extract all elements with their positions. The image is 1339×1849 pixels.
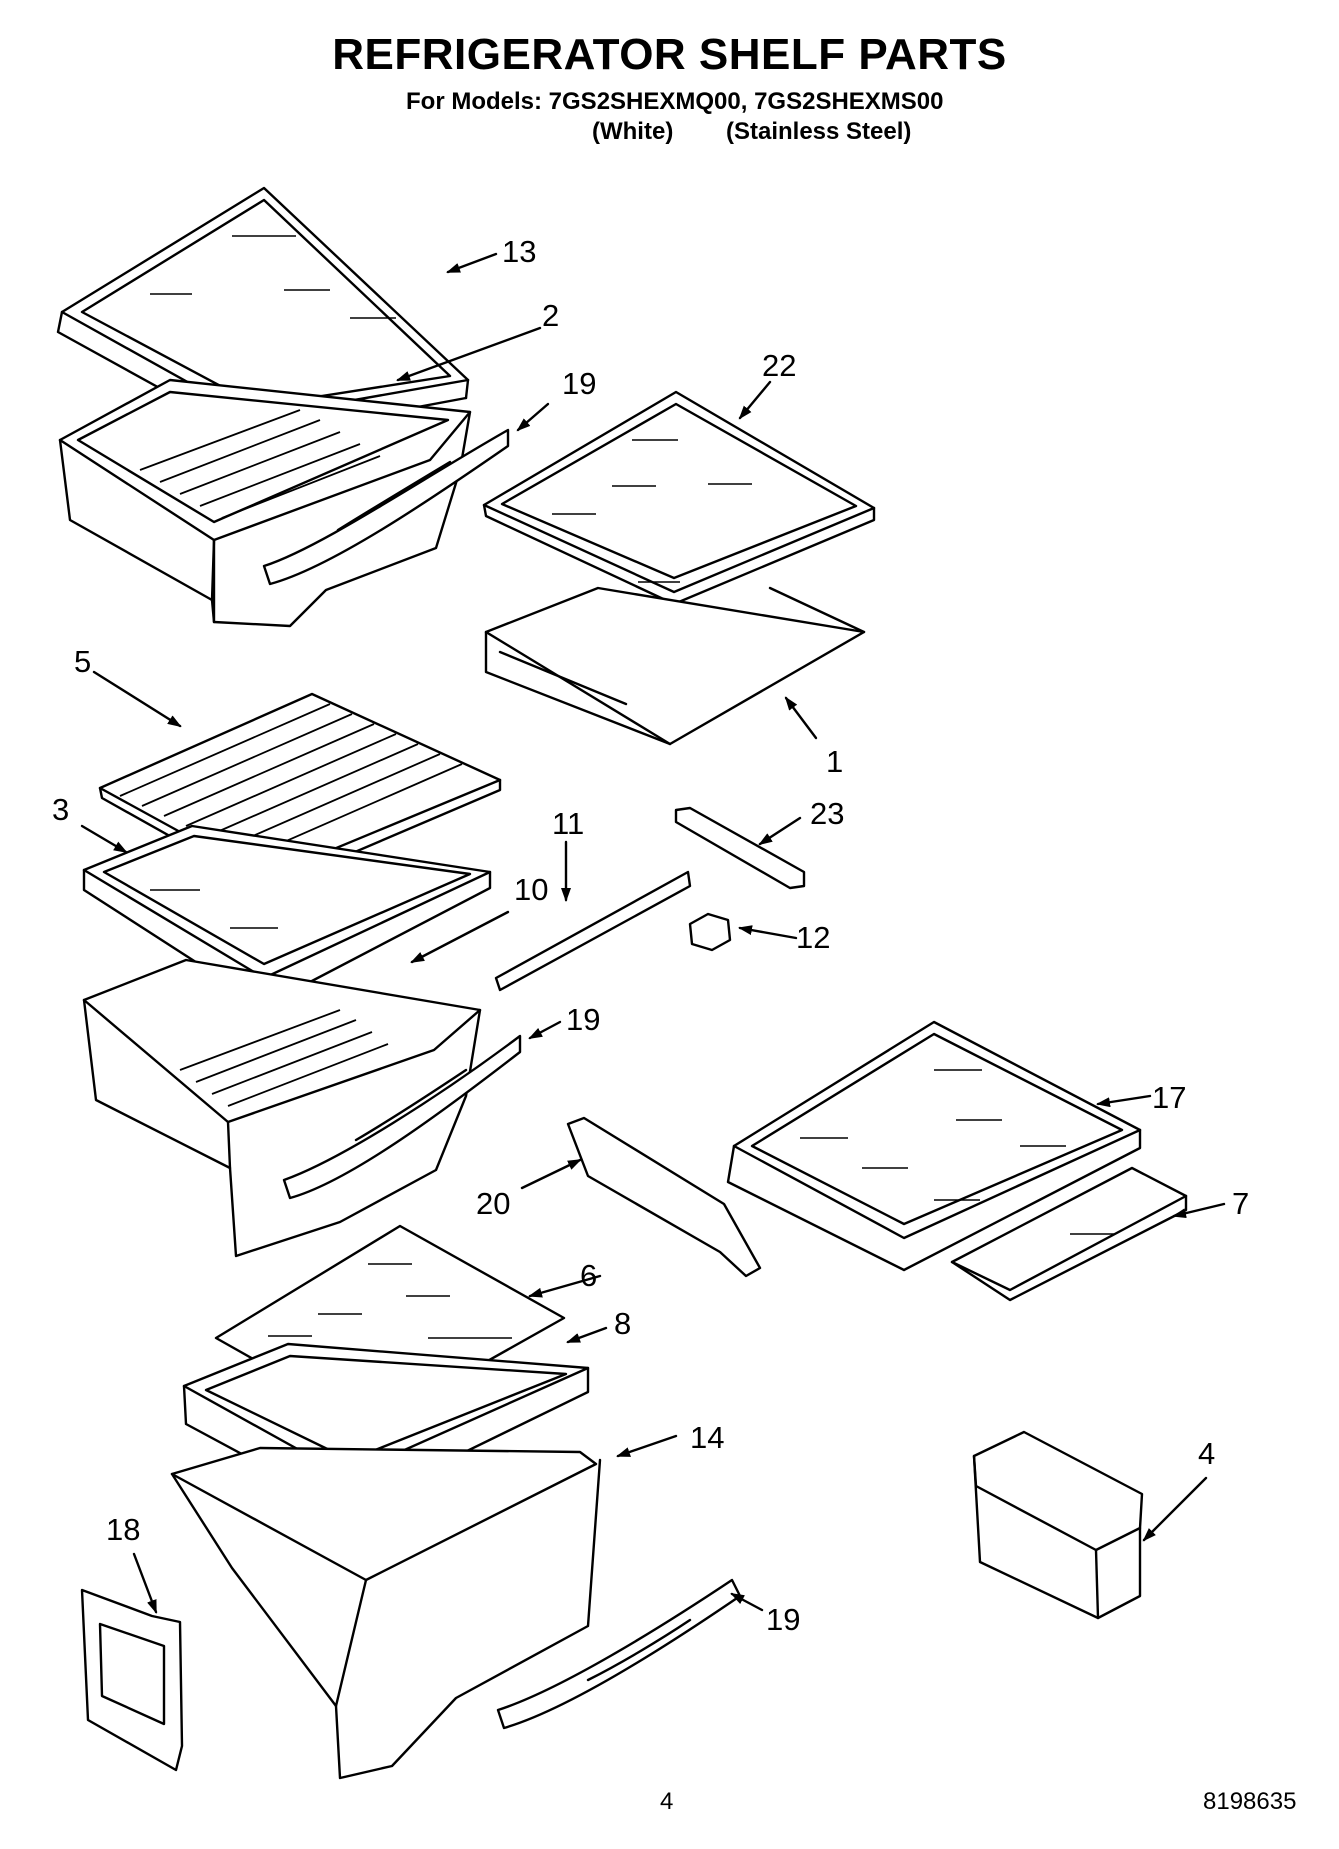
callout-12: 12 [796, 920, 830, 955]
part-19-handle-top [262, 428, 510, 586]
callout-17: 17 [1152, 1080, 1186, 1115]
callout-8: 8 [614, 1306, 631, 1341]
page-title: REFRIGERATOR SHELF PARTS [332, 30, 1007, 79]
callout-23: 23 [810, 796, 844, 831]
part-14-bottom-drawer [170, 1446, 602, 1780]
callout-14: 14 [690, 1420, 724, 1455]
callout-19-top: 19 [562, 366, 596, 401]
callout-22: 22 [762, 348, 796, 383]
callout-19-bottom: 19 [766, 1602, 800, 1637]
part-17-glass-shelf [726, 1020, 1142, 1272]
callout-18: 18 [106, 1512, 140, 1547]
callout-10: 10 [514, 872, 548, 907]
part-3-cover-frame [82, 824, 492, 1008]
part-22-glass-shelf [482, 390, 876, 606]
variant-stainless: (Stainless Steel) [726, 118, 912, 145]
page-number: 4 [660, 1788, 674, 1815]
part-20-shelf-bracket [566, 1116, 762, 1278]
callout-1: 1 [826, 744, 843, 779]
part-10-crisper-drawer [82, 958, 482, 1258]
part-19-handle-middle [282, 1034, 522, 1200]
callout-7: 7 [1232, 1186, 1249, 1221]
callout-2: 2 [542, 298, 559, 333]
callout-4: 4 [1198, 1436, 1215, 1471]
callout-5: 5 [74, 644, 91, 679]
part-18-label-holder [80, 1588, 184, 1772]
part-11-rail [494, 870, 692, 992]
part-4-door-bin [972, 1430, 1144, 1620]
models-line: For Models: 7GS2SHEXMQ00, 7GS2SHEXMS00 [406, 88, 944, 115]
callout-19-middle: 19 [566, 1002, 600, 1037]
callout-6: 6 [580, 1258, 597, 1293]
part-1-shelf-frame [484, 586, 866, 746]
callout-13: 13 [502, 234, 536, 269]
document-number: 8198635 [1203, 1788, 1297, 1815]
callout-11: 11 [552, 806, 584, 841]
variant-white: (White) [592, 118, 674, 145]
part-12-clip [688, 912, 732, 952]
part-2-crisper-drawer [58, 378, 472, 628]
leader-lines [80, 252, 1226, 1614]
callout-labels: 13 2 19 22 1 5 3 23 11 10 12 19 17 7 20 … [52, 234, 1249, 1637]
callout-20: 20 [476, 1186, 510, 1221]
callout-3: 3 [52, 792, 69, 827]
part-8-cover-frame [182, 1342, 590, 1512]
part-23-bracket [674, 806, 806, 890]
part-7-slide-shelf [950, 1166, 1188, 1302]
